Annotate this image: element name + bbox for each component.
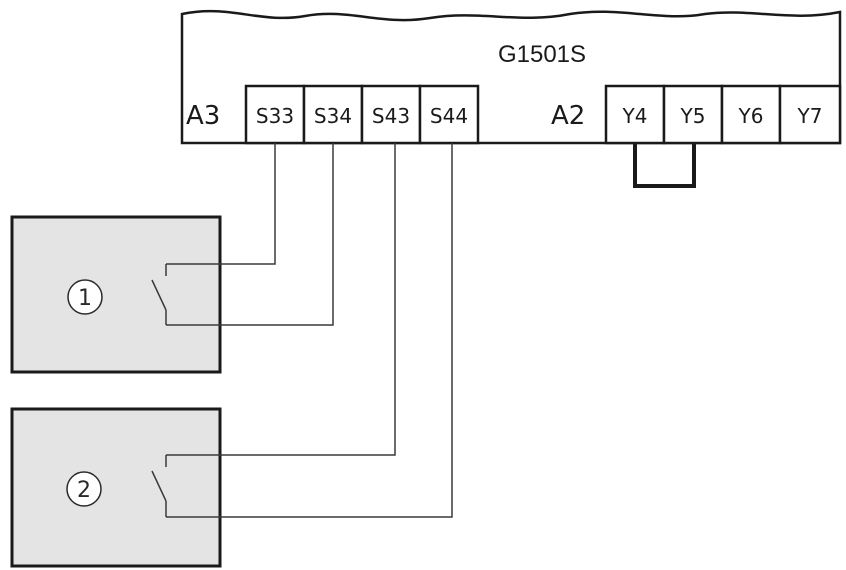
device-1-badge-number: 1 (78, 286, 92, 311)
jumper-y4-y5 (633, 143, 696, 188)
wire-s33-device-1 (166, 143, 276, 265)
terminal-label-y5: Y5 (680, 104, 706, 128)
terminal-label-y4: Y4 (622, 104, 648, 128)
terminal-group-label-a2: A2 (551, 101, 585, 131)
device-1-badge (67, 279, 103, 315)
terminal-label-s44: S44 (430, 104, 468, 128)
device-2-contact-icon (151, 455, 167, 517)
wire-s34-device-1 (166, 143, 334, 326)
module-title: G1501S (498, 41, 586, 68)
terminal-y7[interactable] (778, 84, 842, 145)
device-2-box (10, 407, 222, 568)
wires (166, 143, 453, 518)
wire-s44-device-2 (166, 143, 453, 518)
device-2-badge-number: 2 (77, 478, 91, 503)
wire-s43-device-2 (166, 143, 396, 456)
terminal-label-s33: S33 (256, 104, 294, 128)
device-2-badge (66, 471, 102, 507)
terminal-label-y6: Y6 (738, 104, 764, 128)
device-1-contact-icon (151, 264, 167, 325)
terminal-s44[interactable] (418, 84, 480, 145)
device-1-box (10, 215, 222, 374)
device-2: 2 (10, 407, 222, 568)
safety-module: G1501S A3 S33 S34 S43 S44 A2 Y4 Y5 Y6 Y7 (180, 9, 842, 188)
terminal-group-label-a3: A3 (186, 101, 220, 131)
terminal-y5[interactable] (662, 84, 724, 145)
terminal-label-y7: Y7 (797, 104, 823, 128)
terminal-label-s34: S34 (314, 104, 352, 128)
terminal-label-s43: S43 (372, 104, 410, 128)
device-1: 1 (10, 215, 222, 374)
terminal-y6[interactable] (720, 84, 782, 145)
